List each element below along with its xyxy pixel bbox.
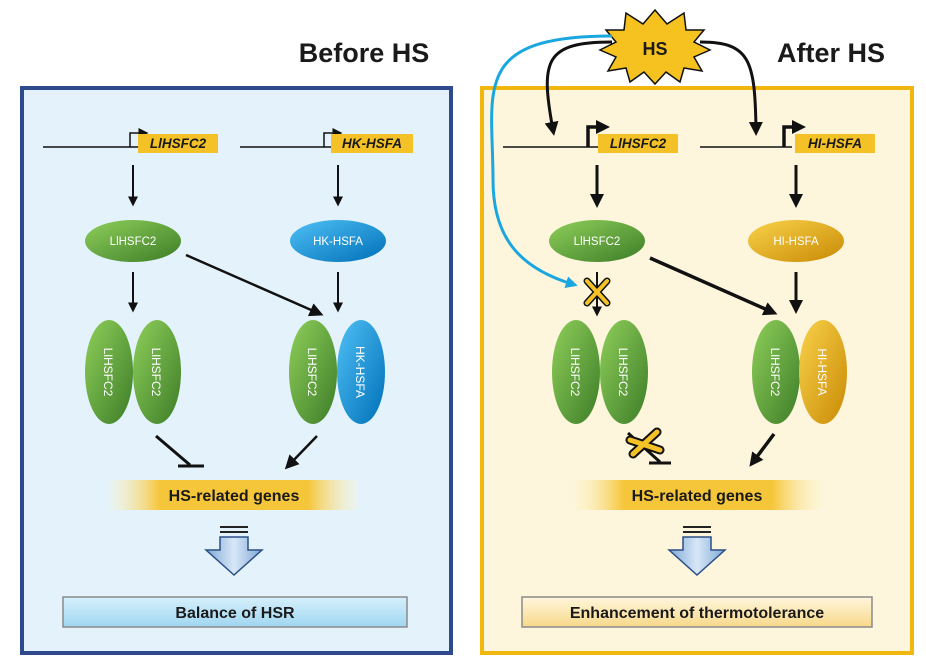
before-inhibit-arrow xyxy=(155,434,204,468)
after-outcome: Enhancement of thermotolerance xyxy=(521,596,873,628)
svg-text:LlHSFC2: LlHSFC2 xyxy=(110,236,157,248)
hs-activate-right-gene xyxy=(699,40,763,136)
svg-text:HK-HSFA: HK-HSFA xyxy=(353,346,367,398)
after-activate-arrow xyxy=(749,432,776,467)
before-protein-right: HK-HSFA xyxy=(290,220,386,262)
svg-text:HS-related genes: HS-related genes xyxy=(632,488,763,505)
after-homodimer: LlHSFC2 LlHSFC2 xyxy=(552,320,648,424)
before-hs-title: Before HS xyxy=(299,38,430,68)
after-protein-right: HI-HSFA xyxy=(748,220,844,262)
after-result-arrow xyxy=(667,526,727,577)
after-blocked-inhibit xyxy=(625,427,671,465)
before-activate-arrow xyxy=(284,435,318,470)
svg-text:HS: HS xyxy=(642,39,667,59)
svg-text:LlHSFC2: LlHSFC2 xyxy=(610,136,667,151)
hs-block-homodimer-arrow xyxy=(490,34,613,288)
blocked-homodimerization-cross xyxy=(583,277,611,307)
svg-text:LlHSFC2: LlHSFC2 xyxy=(568,348,582,397)
after-target-genes: HS-related genes xyxy=(574,480,822,510)
svg-text:HI-HSFA: HI-HSFA xyxy=(815,348,829,395)
before-gene-left: LlHSFC2 xyxy=(43,128,218,153)
before-outcome: Balance of HSR xyxy=(62,596,408,628)
svg-text:Balance of HSR: Balance of HSR xyxy=(175,605,295,622)
svg-text:HI-HSFA: HI-HSFA xyxy=(773,236,819,248)
before-target-genes: HS-related genes xyxy=(110,480,358,510)
before-heterodimer: LlHSFC2 HK-HSFA xyxy=(289,320,385,424)
svg-text:LlHSFC2: LlHSFC2 xyxy=(616,348,630,397)
svg-text:LlHSFC2: LlHSFC2 xyxy=(305,348,319,397)
before-gene-right: HK-HSFA xyxy=(240,128,413,153)
after-arrow-cross-dimerize xyxy=(649,256,778,316)
svg-text:HS-related genes: HS-related genes xyxy=(169,488,300,505)
arrow-cross-dimerize xyxy=(185,253,324,317)
svg-text:LlHSFC2: LlHSFC2 xyxy=(768,348,782,397)
svg-text:HK-HSFA: HK-HSFA xyxy=(342,136,402,151)
after-hs-title: After HS xyxy=(777,38,885,68)
after-heterodimer: LlHSFC2 HI-HSFA xyxy=(752,320,847,424)
after-protein-left: LlHSFC2 xyxy=(549,220,645,262)
hs-activate-left-gene xyxy=(544,40,613,136)
svg-text:Enhancement of thermotolerance: Enhancement of thermotolerance xyxy=(570,605,824,622)
svg-text:LlHSFC2: LlHSFC2 xyxy=(101,348,115,397)
heat-shock-starburst: HS xyxy=(598,8,712,86)
before-protein-left: LlHSFC2 xyxy=(85,220,181,262)
after-gene-right: HI-HSFA xyxy=(700,120,875,153)
before-result-arrow xyxy=(204,526,264,577)
svg-text:LlHSFC2: LlHSFC2 xyxy=(574,236,621,248)
after-gene-left: LlHSFC2 xyxy=(503,120,678,153)
svg-text:LlHSFC2: LlHSFC2 xyxy=(149,348,163,397)
svg-text:HI-HSFA: HI-HSFA xyxy=(808,136,862,151)
svg-text:HK-HSFA: HK-HSFA xyxy=(313,236,363,248)
before-homodimer: LlHSFC2 LlHSFC2 xyxy=(85,320,181,424)
svg-text:LlHSFC2: LlHSFC2 xyxy=(150,136,207,151)
